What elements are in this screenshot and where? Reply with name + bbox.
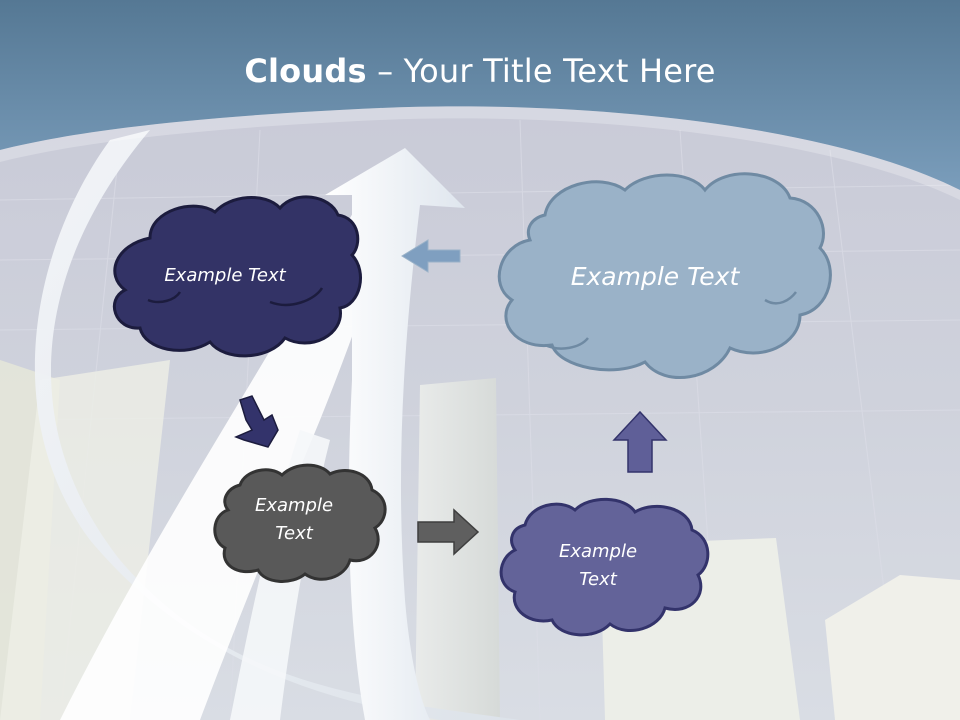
cloud-bottom-right-line2: Text [579, 568, 617, 590]
title-separator: – [366, 52, 404, 90]
cloud-middle-left-line2: Text [275, 522, 313, 544]
cloud-middle-left-text: Example Text [234, 492, 354, 548]
cloud-bottom-right [499, 497, 710, 637]
cloud-top-left [112, 195, 362, 358]
title-rest: Your Title Text Here [403, 52, 716, 90]
cloud-top-right [497, 172, 832, 379]
cloud-middle-left [213, 463, 387, 583]
slide-title: Clouds – Your Title Text Here [0, 52, 960, 90]
arrow-right-gray [417, 508, 480, 556]
cloud-top-right-creases [544, 291, 797, 350]
cloud-top-left-creases [147, 287, 324, 307]
header-band [0, 0, 960, 190]
cloud-top-left-text: Example Text [164, 265, 286, 286]
header-band-highlight [0, 106, 960, 200]
cloud-middle-left-line1: Example [254, 495, 334, 516]
arrow-down-navy [234, 395, 279, 448]
title-bold: Clouds [244, 52, 367, 90]
cloud-top-right-text: Example Text [570, 262, 740, 291]
arrow-left-blue [401, 239, 461, 273]
arrow-up-purple [612, 410, 668, 473]
cloud-bottom-right-text: Example Text [538, 538, 658, 594]
cloud-bottom-right-line1: Example [558, 541, 638, 562]
